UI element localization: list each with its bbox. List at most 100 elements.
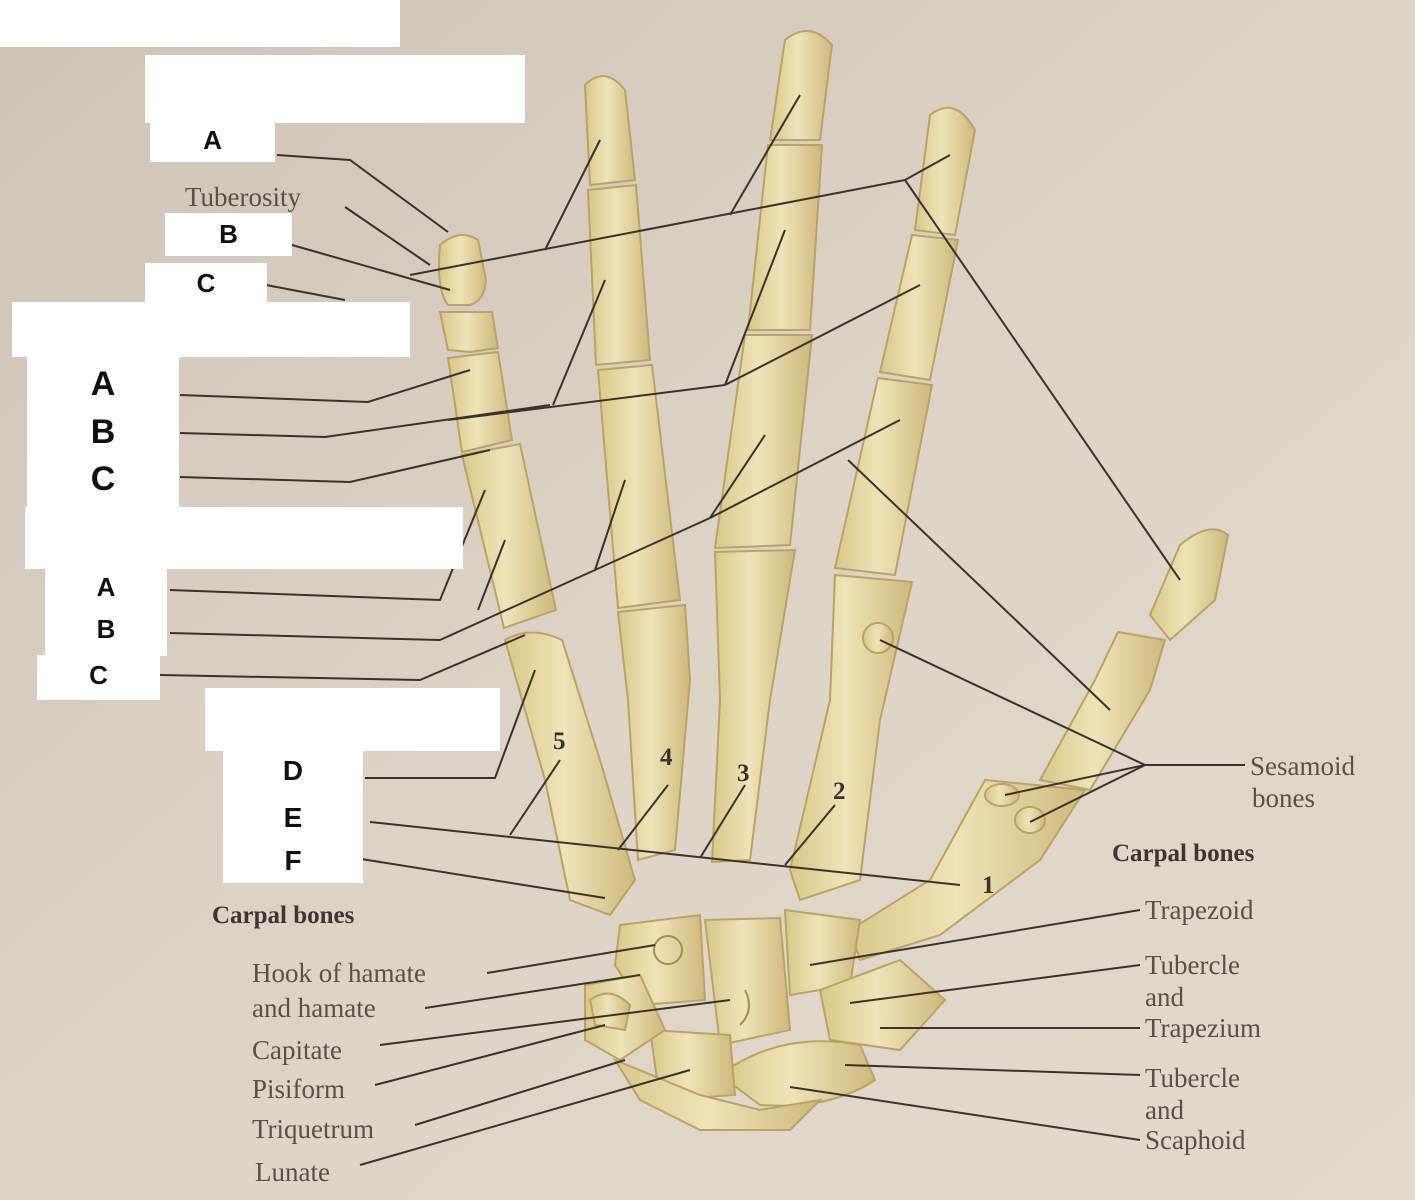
scaphoid-label-line2: and: [1145, 1095, 1184, 1125]
carpal-bones-heading-right: Carpal bones: [1112, 840, 1255, 867]
ring-finger-proximal-phalanx: [596, 363, 682, 610]
middle-finger-distal-phalanx: [768, 30, 834, 141]
blank-box-3: [25, 507, 463, 569]
proximal-phalanx-leader-2: [594, 517, 711, 571]
little-finger-distal-phalanx: [438, 234, 488, 306]
wrist-base: [612, 1057, 823, 1131]
leader-lower-a: [169, 489, 486, 602]
middle-finger-middle-phalanx: [746, 144, 824, 331]
metacarpal-2-leader: [784, 804, 836, 866]
little-finger-middle-phalanx: [438, 311, 500, 354]
fifth-metacarpal: [503, 631, 637, 917]
hook-of-hamate-outline: [653, 935, 683, 965]
sesamoid-leader-3: [1029, 764, 1146, 823]
distal-phalanx-leader-1: [409, 179, 906, 276]
blank-box-4: [205, 688, 500, 751]
sesamoid-thumb-1: [984, 783, 1020, 807]
trapezium-label-line3: Trapezium: [1145, 1013, 1261, 1043]
carpal-bones-heading-left: Carpal bones: [212, 902, 355, 929]
blank-box-top-b: [165, 213, 292, 256]
tubercle-scaphoid-leader-1: [844, 1064, 1141, 1076]
lunate-leader: [359, 1069, 691, 1166]
thumb-proximal-phalanx: [1038, 630, 1167, 792]
lunate-label: Lunate: [255, 1157, 330, 1187]
trapezoid-leader: [809, 909, 1141, 966]
proximal-phalanx-leader-5: [847, 459, 1111, 711]
blank-box-def: [223, 748, 363, 883]
metacarpal-group-d-label: D: [282, 755, 304, 786]
middle-finger-proximal-phalanx: [713, 334, 814, 550]
leader-e: [369, 821, 961, 886]
fourth-metacarpal: [616, 603, 692, 862]
leader-top-c: [265, 284, 346, 301]
leader-top-b: [291, 244, 451, 291]
leader-lines: [159, 94, 1245, 1166]
metacarpal-3-leader: [699, 784, 746, 859]
blank-box-2: [12, 302, 410, 357]
bones: [438, 30, 1230, 1131]
pisiform-label: Pisiform: [252, 1074, 346, 1104]
triquetrum-label: Triquetrum: [252, 1114, 375, 1144]
leader-middle-a: [179, 369, 471, 404]
capitate: [703, 916, 792, 1047]
metacarpal-number-5: 5: [553, 728, 566, 755]
sesamoid-bones-label-line2: bones: [1252, 783, 1315, 813]
pisiform: [588, 992, 632, 1032]
thumb-distal-phalanx: [1148, 528, 1230, 642]
leader-d: [365, 669, 536, 779]
bone-hook-details: [653, 935, 750, 1026]
distal-phalanx-leader-3: [729, 94, 801, 216]
top-group-a-label: A: [203, 125, 222, 155]
tuberosity-label: Tuberosity: [185, 182, 302, 212]
tubercle-trapezium-leader-1: [849, 964, 1141, 1004]
metacarpal-group-f-label: F: [284, 845, 302, 876]
metacarpal-5-leader: [509, 759, 561, 836]
leader-f: [354, 857, 606, 899]
blank-box-top-1: [145, 55, 525, 123]
blank-box-top-a: [150, 120, 275, 162]
middle-phalanx-leader-2: [552, 279, 606, 406]
hook-of-hamate-label-line2: and hamate: [252, 993, 376, 1023]
middle-phalanx-leader-4: [724, 284, 921, 386]
hamate-leader-2: [424, 974, 641, 1009]
metacarpal-number-2: 2: [833, 778, 846, 805]
proximal-phalanx-leader-4: [709, 419, 901, 519]
index-finger-middle-phalanx: [878, 233, 960, 382]
scaphoid-label-line3: Scaphoid: [1145, 1125, 1246, 1155]
lower-group-a-label: A: [96, 572, 116, 602]
trapezium-label-line1: Tubercle: [1145, 950, 1240, 980]
distal-phalanx-leader-5: [904, 179, 1181, 581]
leader-top-a: [276, 154, 449, 233]
leader-lower-c: [159, 634, 526, 682]
scaphoid-label-line1: Tubercle: [1145, 1063, 1240, 1093]
sesamoid-bones-label-line1: Sesamoid: [1250, 751, 1355, 781]
middle-group-c-label: C: [90, 460, 116, 498]
middle-group-b-label: B: [90, 413, 116, 451]
distal-phalanx-leader-2: [544, 139, 601, 251]
hook-of-hamate-label-line1: Hook of hamate: [252, 958, 426, 988]
little-finger-proximal-phalanx-upper: [446, 350, 514, 454]
metacarpal-number-4: 4: [660, 744, 673, 771]
leader-lower-b: [169, 569, 596, 642]
capitate-leader: [379, 999, 731, 1046]
ring-finger-distal-phalanx: [583, 75, 637, 187]
trapezoid-label: Trapezoid: [1145, 895, 1254, 925]
metacarpal-number-1: 1: [982, 872, 995, 899]
index-finger-distal-phalanx: [913, 106, 977, 237]
third-metacarpal: [710, 548, 797, 864]
sesamoid-thumb-2: [1014, 806, 1046, 834]
hamate-leader-1: [486, 944, 656, 974]
pisiform-leader: [374, 1024, 606, 1086]
sesamoid-leader-2: [1004, 764, 1146, 796]
blank-box-lower-c: [37, 655, 160, 700]
metacarpal-number-3: 3: [737, 760, 750, 787]
proximal-phalanx-leader-6: [477, 539, 506, 611]
blank-box-lower-ab: [45, 566, 167, 656]
capitate-label: Capitate: [252, 1035, 342, 1065]
leader-middle-c: [179, 449, 491, 484]
blank-box-top-c: [145, 263, 267, 303]
tubercle-scaphoid-leader-2: [789, 1086, 1141, 1141]
top-group-c-label: C: [196, 268, 216, 298]
